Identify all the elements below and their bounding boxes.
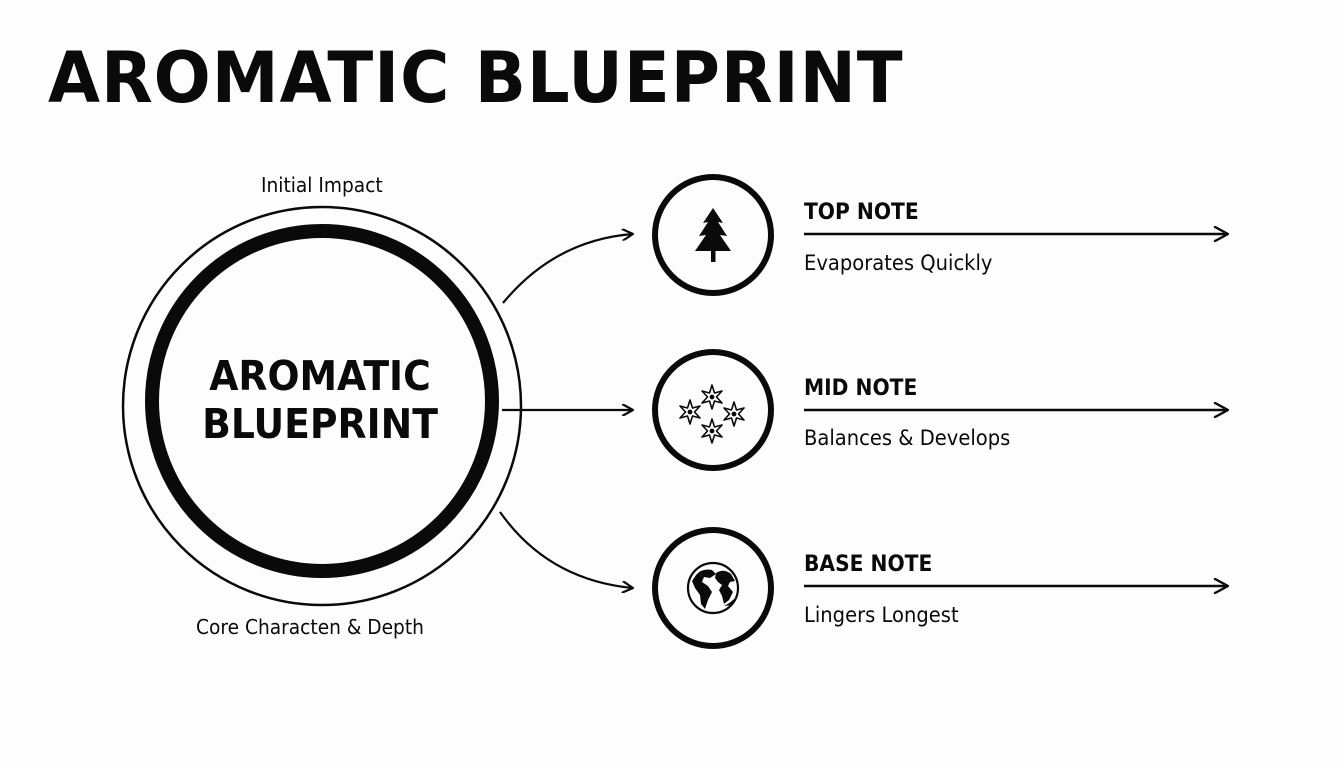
core-character-label: Core Characten & Depth xyxy=(196,615,424,639)
note-arrows xyxy=(804,234,1228,586)
core-circle xyxy=(121,205,523,607)
pine-tree-icon xyxy=(695,208,731,262)
mid-note-icon-badge xyxy=(652,349,774,471)
top-note-icon-badge xyxy=(652,174,774,296)
outer-ring xyxy=(121,205,523,607)
base-note-title: BASE NOTE xyxy=(804,552,933,577)
top-note-description: Evaporates Quickly xyxy=(804,251,993,275)
base-note-icon-badge xyxy=(652,527,774,649)
top-note-title: TOP NOTE xyxy=(804,200,919,225)
globe-icon xyxy=(686,561,740,615)
connector-top xyxy=(502,234,633,304)
star-anise-cluster-icon xyxy=(679,384,745,444)
inner-thick-ring xyxy=(145,224,499,578)
mid-note-title: MID NOTE xyxy=(804,376,918,401)
core-title-line2: BLUEPRINT xyxy=(202,400,438,448)
base-note-description: Lingers Longest xyxy=(804,603,959,627)
core-title: AROMATIC BLUEPRINT xyxy=(182,352,458,448)
mid-note-description: Balances & Develops xyxy=(804,426,1011,450)
initial-impact-label: Initial Impact xyxy=(261,173,383,197)
page-title: AROMATIC BLUEPRINT xyxy=(48,37,904,119)
core-connectors xyxy=(499,234,633,588)
connector-base xyxy=(499,511,633,588)
core-title-line1: AROMATIC xyxy=(209,352,431,400)
